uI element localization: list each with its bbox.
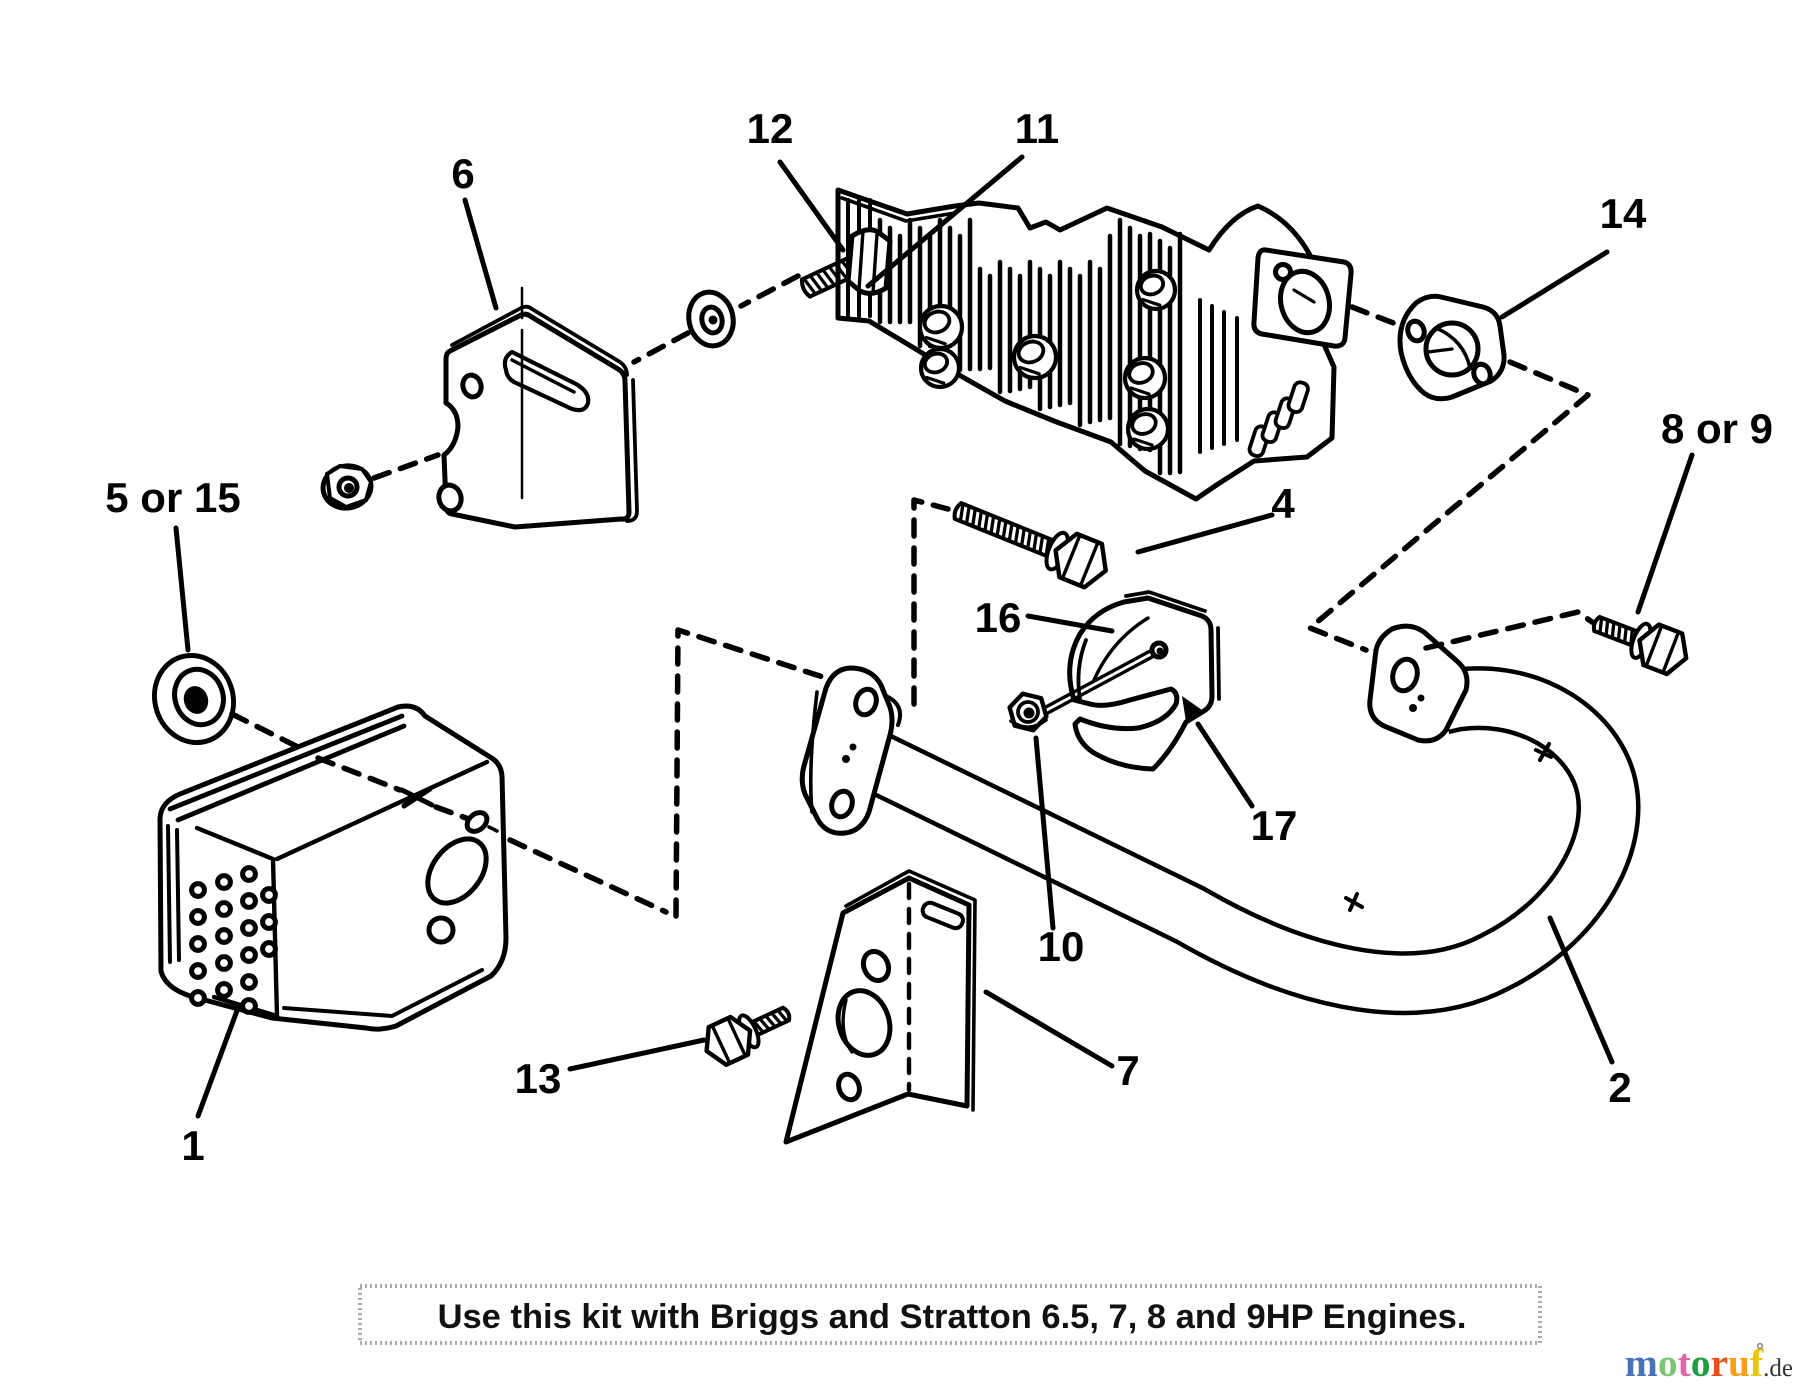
svg-text:10: 10	[1038, 923, 1085, 970]
svg-text:11: 11	[1015, 105, 1059, 152]
svg-text:16: 16	[975, 594, 1022, 641]
svg-text:12: 12	[747, 105, 794, 152]
svg-text:4: 4	[1271, 480, 1295, 527]
svg-text:motoruf.de: motoruf.de	[1625, 1341, 1793, 1385]
svg-text:14: 14	[1600, 190, 1647, 237]
svg-text:13: 13	[515, 1055, 562, 1102]
svg-text:17: 17	[1251, 802, 1298, 849]
svg-text:5 or 15: 5 or 15	[105, 474, 240, 521]
svg-text:6: 6	[451, 150, 474, 197]
svg-text:Use this kit with Briggs and S: Use this kit with Briggs and Stratton 6.…	[438, 1298, 1467, 1336]
svg-text:8 or 9: 8 or 9	[1661, 405, 1773, 452]
svg-text:2: 2	[1608, 1064, 1631, 1111]
svg-text:1: 1	[181, 1122, 204, 1169]
svg-text:7: 7	[1116, 1047, 1139, 1094]
